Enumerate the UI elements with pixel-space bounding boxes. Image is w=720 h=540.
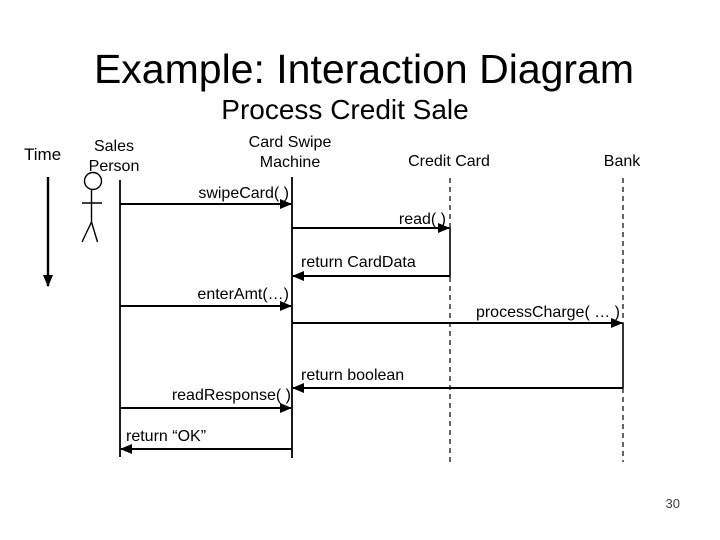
actor-left-leg xyxy=(81,221,93,243)
participant-label-machine: Machine xyxy=(260,154,321,171)
message-label-processcharge: processCharge( … ) xyxy=(476,304,620,321)
actor-stick-figure-icon xyxy=(81,171,103,243)
message-label-enteramt: enterAmt(…) xyxy=(197,286,289,303)
participant-label-sales: Sales xyxy=(94,138,134,155)
participant-label-bank: Bank xyxy=(604,153,641,170)
actor-head xyxy=(83,171,103,191)
participant-label-credit-card: Credit Card xyxy=(408,153,490,170)
message-label-return-ok: return “OK” xyxy=(126,428,206,445)
message-label-return-boolean: return boolean xyxy=(301,367,404,384)
message-label-return-carddata: return CardData xyxy=(301,254,416,271)
participant-label-card-swipe: Card Swipe xyxy=(249,134,332,151)
page-subtitle: Process Credit Sale xyxy=(221,94,469,125)
time-axis-label: Time xyxy=(24,145,61,164)
message-label-swipecard: swipeCard( ) xyxy=(198,185,289,202)
page-title: Example: Interaction Diagram xyxy=(93,46,635,92)
message-label-read: read( ) xyxy=(399,211,446,228)
actor-right-leg xyxy=(90,221,99,243)
participant-label-person: Person xyxy=(89,158,140,175)
page-number: 30 xyxy=(665,496,680,511)
message-label-readresponse: readResponse( ) xyxy=(172,387,291,404)
